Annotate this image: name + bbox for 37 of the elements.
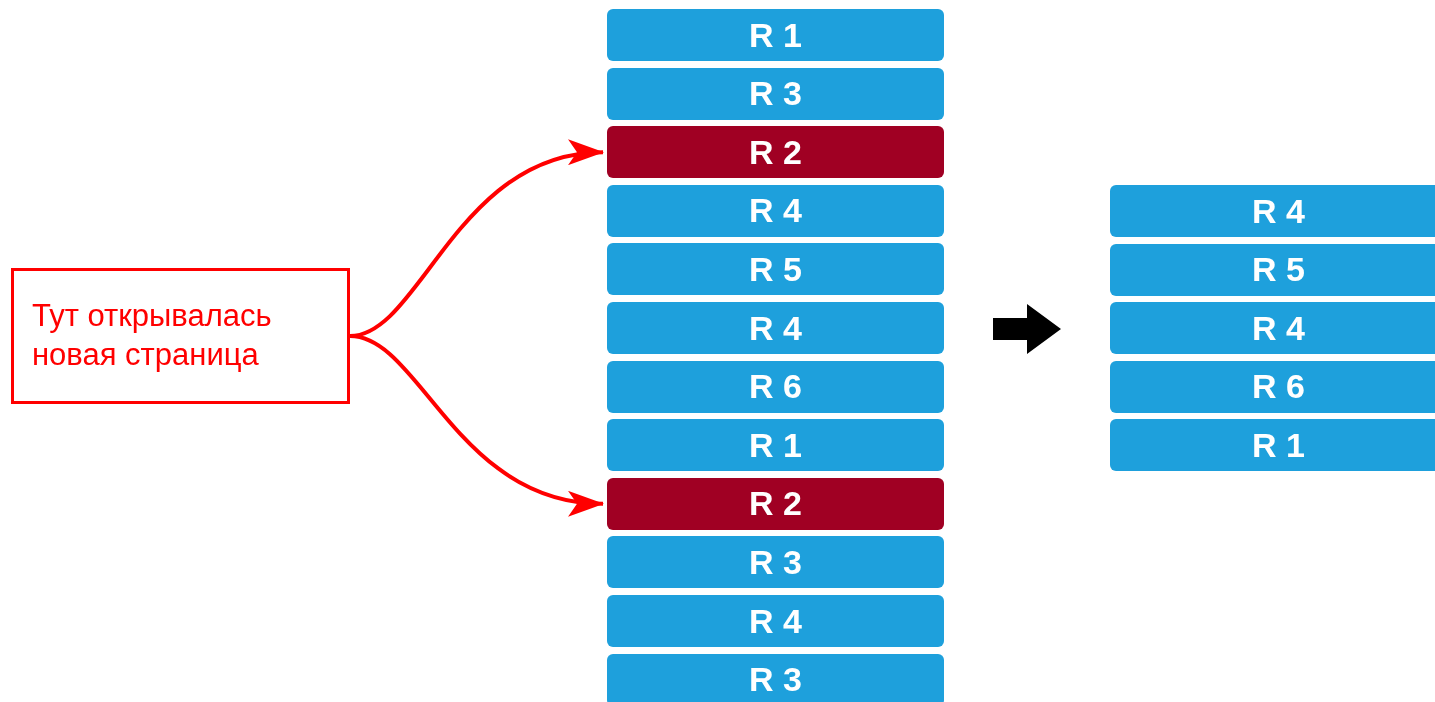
row-label: R 3 bbox=[749, 74, 802, 114]
row-label: R 2 bbox=[749, 132, 802, 172]
row-label: R 3 bbox=[749, 542, 802, 582]
row-label: R 1 bbox=[749, 15, 802, 55]
row-label: R 5 bbox=[749, 249, 802, 289]
request-row bbox=[1110, 243, 1435, 296]
note-text: Тут открывалась новая страница bbox=[32, 297, 273, 374]
curved-arrow bbox=[349, 334, 604, 514]
highlighted-row bbox=[607, 477, 944, 530]
row-label: R 3 bbox=[749, 660, 802, 700]
note-box bbox=[11, 268, 350, 404]
request-row bbox=[1110, 185, 1435, 237]
row-label: R 5 bbox=[1252, 250, 1305, 290]
request-row bbox=[607, 360, 944, 413]
request-row bbox=[607, 536, 944, 589]
row-label: R 1 bbox=[749, 425, 802, 465]
request-row bbox=[607, 302, 944, 354]
request-row bbox=[1110, 419, 1435, 472]
row-label: R 4 bbox=[749, 191, 802, 231]
request-row bbox=[607, 9, 944, 61]
request-row bbox=[607, 67, 944, 120]
row-label: R 6 bbox=[749, 367, 802, 407]
request-row bbox=[607, 184, 944, 237]
request-row bbox=[607, 653, 944, 702]
request-row bbox=[607, 243, 944, 296]
row-label: R 2 bbox=[749, 484, 802, 524]
request-row bbox=[607, 595, 944, 647]
request-row bbox=[1110, 360, 1435, 413]
highlighted-row bbox=[607, 126, 944, 179]
request-row bbox=[607, 419, 944, 472]
row-label: R 4 bbox=[1252, 308, 1305, 348]
request-row bbox=[1110, 302, 1435, 355]
row-label: R 4 bbox=[749, 601, 802, 641]
row-label: R 6 bbox=[1252, 367, 1305, 407]
row-label: R 4 bbox=[1252, 191, 1305, 231]
row-label: R 1 bbox=[1252, 425, 1305, 465]
row-label: R 4 bbox=[749, 308, 802, 348]
